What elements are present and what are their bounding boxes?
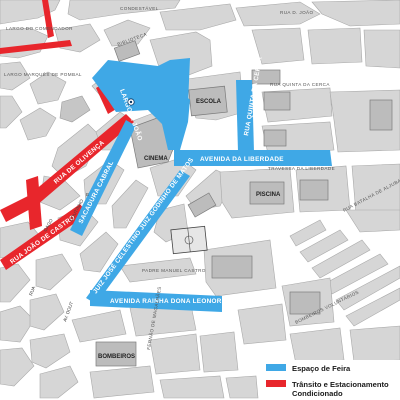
label-largo-marques: LARGO MARQUÊS DE POMBAL: [4, 70, 82, 77]
label-rua-d-joao: RUA D. JOÃO: [280, 9, 314, 15]
label-piscina: PISCINA: [256, 192, 281, 198]
building: [299, 179, 329, 201]
label-condestavel: CONDESTÁVEL: [120, 5, 159, 11]
red-zone-top-left: [0, 40, 72, 54]
feira-largo-upper: [150, 58, 190, 108]
label-gago: GAGO: [43, 218, 54, 233]
red-zone-rua-joao-castro: [0, 204, 88, 270]
red-zone-left-vertical: [42, 0, 54, 38]
label-escola: ESCOLA: [196, 99, 222, 105]
blue-zones: [70, 58, 332, 312]
feira-avenida-liberdade: [174, 150, 332, 166]
red-zones: [0, 0, 134, 270]
legend: Espaço de Feira Trânsito e Estacionament…: [262, 360, 400, 400]
building: [211, 255, 253, 279]
football-pitch: [170, 225, 208, 255]
building: [369, 99, 393, 131]
label-avenida-rainha: AVENIDA RAINHA DONA LEONOR: [110, 298, 222, 305]
feira-avenida-rainha: [90, 290, 222, 312]
legend-label-transito-2: Condicionado: [292, 389, 343, 398]
legend-label-feira: Espaço de Feira: [292, 364, 351, 373]
legend-swatch-feira: [266, 364, 286, 371]
label-travessa-liberdade: TRAVESSA DA LIBERDADE: [268, 166, 335, 171]
label-rua-quinta-cerca-top: RUA QUINTA DA CERCA: [270, 82, 330, 87]
label-largo-comendador: LARGO DO COMENDADOR: [6, 26, 73, 31]
piscina-building: [249, 181, 285, 205]
legend-label-transito-1: Trânsito e Estacionamento: [292, 380, 389, 389]
label-cinema: CINEMA: [144, 156, 168, 162]
legend-swatch-transito: [266, 380, 286, 387]
label-bombeiros: BOMBEIROS: [98, 354, 135, 360]
feira-juiz-celestino: [86, 170, 190, 304]
building: [251, 69, 281, 85]
red-zone-connector: [0, 196, 36, 222]
building: [289, 291, 321, 315]
feira-rua-quinta-cerca: [236, 80, 254, 152]
red-zone-rua-olivenca: [28, 114, 134, 206]
building: [187, 192, 217, 218]
red-zone-left-bar: [26, 176, 42, 230]
label-rua: RUA: [28, 285, 36, 297]
label-e: E: [86, 192, 89, 197]
bombeiros-building: [95, 341, 137, 367]
label-av-dout: AV. DOUT: [62, 301, 74, 323]
building: [263, 91, 291, 111]
escola-building: [188, 85, 228, 117]
building: [263, 129, 287, 147]
label-padre-manuel-castro: PADRE MANUEL CASTRO: [142, 268, 206, 273]
largo-marker-icon: [127, 98, 135, 106]
biblioteca-building: [113, 40, 141, 62]
feira-sacadura-cabral: [70, 120, 136, 236]
label-avenida-liberdade: AVENIDA DA LIBERDADE: [200, 156, 284, 163]
